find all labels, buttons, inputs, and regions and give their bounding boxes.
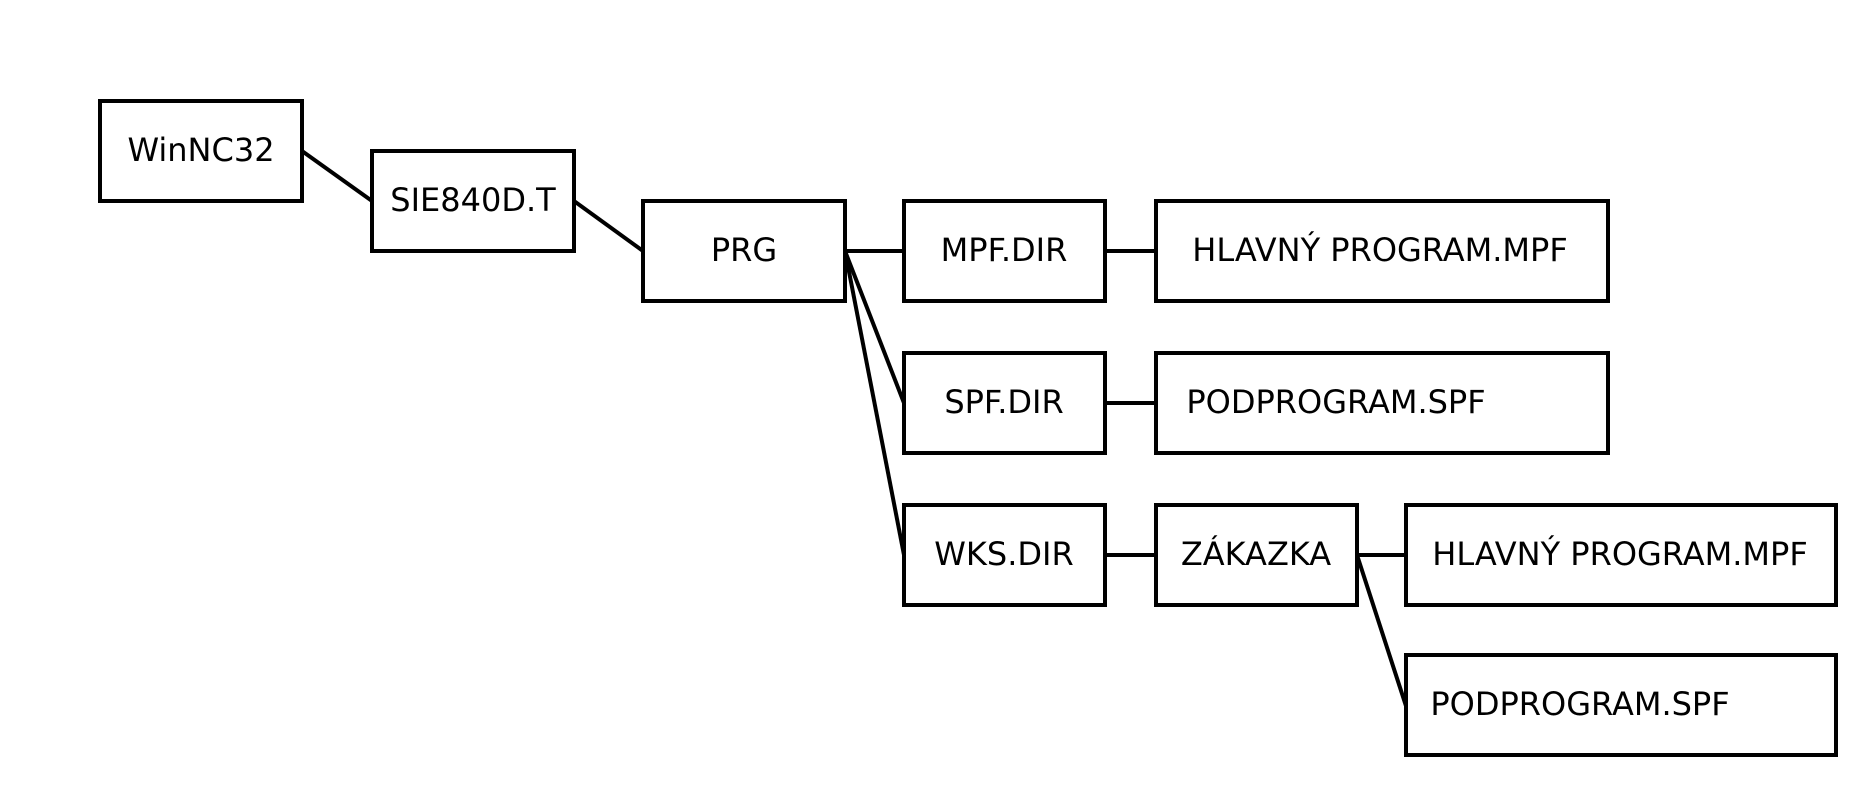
node-hlavny-program-mpf: HLAVNÝ PROGRAM.MPF (1154, 199, 1610, 303)
node-mpfdir: MPF.DIR (902, 199, 1107, 303)
node-wksdir-label: WKS.DIR (934, 535, 1073, 573)
edge-winnc32-sie840dt (300, 149, 374, 203)
node-sie840dt-label: SIE840D.T (390, 181, 556, 219)
node-spfdir-label: SPF.DIR (944, 383, 1063, 421)
node-zakazka-podprogram-spf-label: PODPROGRAM.SPF (1430, 685, 1729, 723)
node-prg-label: PRG (711, 231, 777, 269)
node-zakazka-hlavny-program-mpf: HLAVNÝ PROGRAM.MPF (1404, 503, 1838, 607)
node-mpfdir-label: MPF.DIR (941, 231, 1068, 269)
edge-zakazka-podprogram (1355, 554, 1408, 707)
node-spfdir: SPF.DIR (902, 351, 1107, 455)
node-podprogram-spf-label: PODPROGRAM.SPF (1186, 383, 1485, 421)
node-zakazka-podprogram-spf: PODPROGRAM.SPF (1404, 653, 1838, 757)
node-zakazka-hlavny-program-mpf-label: HLAVNÝ PROGRAM.MPF (1432, 535, 1807, 573)
node-winnc32-label: WinNC32 (127, 131, 274, 169)
node-podprogram-spf: PODPROGRAM.SPF (1154, 351, 1610, 455)
node-zakazka-label: ZÁKAZKA (1181, 535, 1331, 573)
node-hlavny-program-mpf-label: HLAVNÝ PROGRAM.MPF (1192, 231, 1567, 269)
edge-prg-spfdir (843, 250, 906, 404)
edge-prg-wksdir (843, 250, 906, 556)
node-wksdir: WKS.DIR (902, 503, 1107, 607)
node-winnc32: WinNC32 (98, 99, 304, 203)
node-zakazka: ZÁKAZKA (1154, 503, 1359, 607)
edge-sie840dt-prg (572, 199, 645, 253)
node-prg: PRG (641, 199, 847, 303)
node-sie840dt: SIE840D.T (370, 149, 576, 253)
